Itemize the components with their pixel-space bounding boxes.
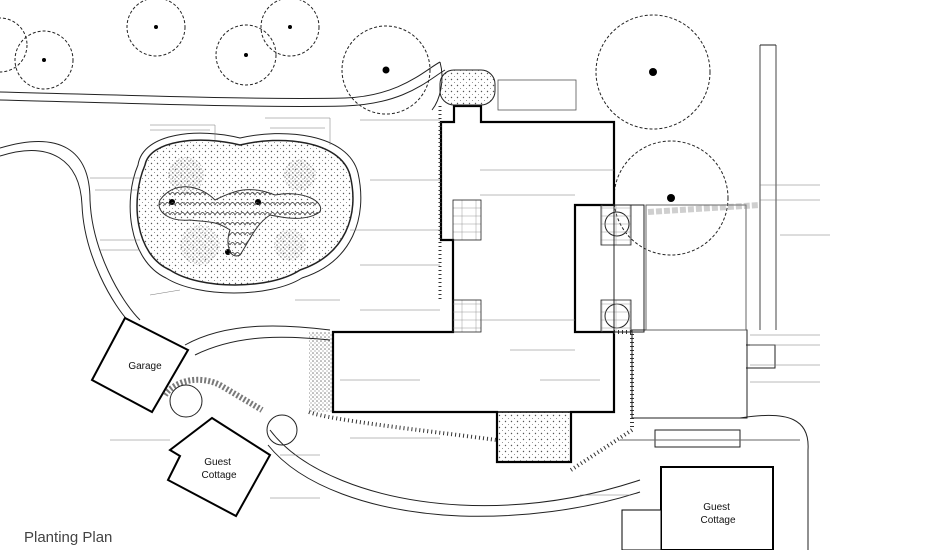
tree-canopy [169, 384, 203, 418]
garage: Garage [90, 316, 190, 414]
plan-title: Planting Plan [24, 529, 112, 546]
tree-canopy [215, 24, 277, 86]
garage-label: Garage [128, 361, 162, 372]
tree-canopy [341, 25, 431, 115]
annotation-leaders [90, 117, 830, 499]
tree-canopy [613, 140, 729, 256]
guest-cottage-east: Guest Cottage [621, 466, 774, 550]
guest-cottage-west-label: Guest Cottage [201, 457, 236, 481]
driveway [0, 61, 446, 326]
walkways [162, 69, 641, 517]
guest-cottage-east-label: Guest Cottage [700, 502, 735, 526]
tree-canopy [260, 0, 320, 57]
east-terrace [613, 44, 809, 550]
guest-cottage-east-label-line: Guest [703, 502, 730, 513]
guest-cottage-west: Guest Cottage [166, 416, 272, 518]
tree-canopy [595, 14, 711, 130]
guest-cottage-west-label-line: Cottage [201, 470, 236, 481]
guest-cottage-east-label-line: Cottage [700, 515, 735, 526]
tree-canopy [266, 414, 298, 446]
guest-cottage-west-label-line: Guest [204, 457, 231, 468]
oval-garden-bed [129, 132, 362, 294]
main-house [331, 79, 632, 464]
tree-canopy [0, 17, 28, 73]
tree-canopy [14, 30, 74, 90]
tree-canopy [126, 0, 186, 57]
